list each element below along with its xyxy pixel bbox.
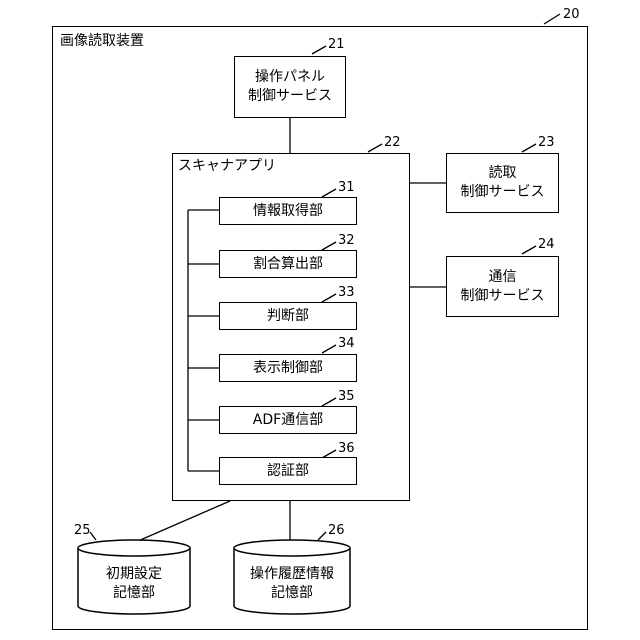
comm-ctrl-ref: 24 <box>538 238 555 252</box>
module-ref-33: 33 <box>338 286 355 300</box>
init-storage-ref: 25 <box>74 524 91 538</box>
operation-history-storage: 操作履歴情報 記憶部 <box>234 565 350 603</box>
read-ctrl-line1: 読取 <box>489 164 517 183</box>
module-adf-communication: ADF通信部 <box>219 406 357 434</box>
comm-ctrl-line2: 制御サービス <box>461 287 545 306</box>
module-ref-36: 36 <box>338 442 355 456</box>
module-ref-31: 31 <box>338 181 355 195</box>
module-judgment: 判断部 <box>219 302 357 330</box>
history-storage-line2: 記憶部 <box>234 584 350 603</box>
history-storage-ref: 26 <box>328 524 345 538</box>
read-control-service-box: 読取 制御サービス <box>446 153 559 213</box>
history-storage-line1: 操作履歴情報 <box>234 565 350 584</box>
scanner-app-ref: 22 <box>384 136 401 150</box>
init-storage-line2: 記憶部 <box>78 584 190 603</box>
comm-control-service-box: 通信 制御サービス <box>446 256 559 317</box>
scanner-app-title: スキャナアプリ <box>178 158 276 174</box>
init-settings-storage: 初期設定 記憶部 <box>78 565 190 603</box>
init-storage-line1: 初期設定 <box>78 565 190 584</box>
op-panel-line1: 操作パネル <box>255 68 325 87</box>
op-panel-line2: 制御サービス <box>248 87 332 106</box>
op-panel-ref: 21 <box>328 38 345 52</box>
op-panel-control-service-box: 操作パネル 制御サービス <box>234 56 346 118</box>
module-display-control: 表示制御部 <box>219 354 357 382</box>
module-info-acquisition: 情報取得部 <box>219 197 357 225</box>
module-ref-35: 35 <box>338 390 355 404</box>
module-authentication: 認証部 <box>219 457 357 485</box>
comm-ctrl-line1: 通信 <box>489 268 517 287</box>
module-ref-34: 34 <box>338 337 355 351</box>
module-ref-32: 32 <box>338 234 355 248</box>
read-ctrl-line2: 制御サービス <box>461 183 545 202</box>
read-ctrl-ref: 23 <box>538 136 555 150</box>
module-ratio-calculation: 割合算出部 <box>219 250 357 278</box>
